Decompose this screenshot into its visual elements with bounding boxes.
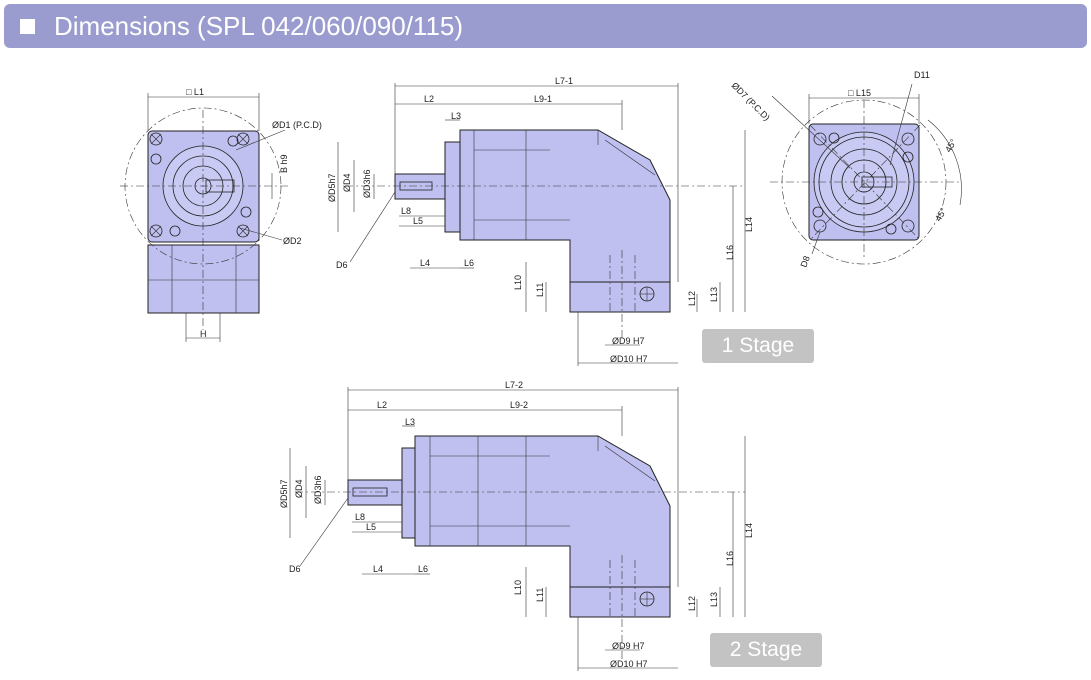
stage1-badge: 1 Stage <box>702 329 814 363</box>
label-D7: ØD7 (P.C.D) <box>730 80 772 122</box>
front-bolt-holes <box>149 132 252 238</box>
label-L2-1: L2 <box>424 94 434 104</box>
label-L10-2: L10 <box>513 580 523 595</box>
label-H: H <box>200 329 207 339</box>
label-L12-2: L12 <box>687 596 697 611</box>
label-L8-1: L8 <box>401 206 411 216</box>
label-L3-1: L3 <box>451 111 461 121</box>
label-L12-1: L12 <box>687 291 697 306</box>
label-L4-1: L4 <box>420 258 430 268</box>
label-L13-2: L13 <box>709 592 719 607</box>
label-D8: D8 <box>798 254 811 268</box>
label-D11: D11 <box>914 70 930 80</box>
label-D9-1: ØD9 H7 <box>612 336 645 346</box>
label-L7-1: L7-1 <box>555 76 573 86</box>
side2-body <box>414 435 671 588</box>
label-D4-1: ØD4 <box>342 173 352 192</box>
side2-base <box>569 586 671 618</box>
label-L11-2: L11 <box>535 588 545 602</box>
label-B: B h9 <box>279 154 289 173</box>
label-L16-1: L16 <box>725 245 735 260</box>
label-L6-2: L6 <box>418 564 428 574</box>
label-L9-1: L9-1 <box>534 94 552 104</box>
label-D9-2: ØD9 H7 <box>612 641 645 651</box>
label-L5-1: L5 <box>413 216 423 226</box>
side1-base <box>569 281 671 313</box>
label-D2: ØD2 <box>283 236 302 246</box>
label-D3-2: ØD3h6 <box>313 475 323 504</box>
label-L6-1: L6 <box>464 258 474 268</box>
square-bullet-icon <box>20 19 35 34</box>
front-view: □ L1 ØD1 (P.C.D) B h9 ØD2 H <box>120 87 322 342</box>
label-D3-1: ØD3h6 <box>362 169 372 198</box>
side1-body <box>459 129 671 283</box>
side-view-stage1: L7-1 L9-1 L2 L3 L8 L5 L4 L6 ØD5h7 ØD4 ØD… <box>327 76 754 366</box>
label-D1: ØD1 (P.C.D) <box>272 120 322 130</box>
label-D5-2: ØD5h7 <box>279 479 289 508</box>
bottom-view: □ L15 ØD7 (P.C.D) D11 D8 45° 45° <box>730 70 962 269</box>
label-L15: □ L15 <box>848 88 871 98</box>
label-L2-2: L2 <box>377 400 387 410</box>
label-D5-1: ØD5h7 <box>327 173 337 202</box>
label-L7-2: L7-2 <box>505 380 523 390</box>
label-D4-2: ØD4 <box>294 479 304 498</box>
label-L8-2: L8 <box>355 512 365 522</box>
side2-shaft <box>347 479 403 506</box>
label-angle-45-upper: 45° <box>943 137 959 154</box>
label-D10-1: ØD10 H7 <box>610 354 648 364</box>
label-D6-2: D6 <box>289 564 301 574</box>
label-L10-1: L10 <box>513 275 523 290</box>
label-angle-45-lower: 45° <box>933 206 949 223</box>
label-D10-2: ØD10 H7 <box>610 659 648 669</box>
label-L5-2: L5 <box>366 522 376 532</box>
front-housing-lower <box>147 244 260 314</box>
label-L9-2: L9-2 <box>510 400 528 410</box>
bottom-bolt-holes <box>812 132 915 235</box>
label-L4-2: L4 <box>373 564 383 574</box>
label-L1: □ L1 <box>186 87 204 97</box>
header-bar: Dimensions (SPL 042/060/090/115) <box>4 4 1087 48</box>
label-L14-1: L14 <box>744 217 754 232</box>
label-L16-2: L16 <box>725 551 735 566</box>
side-view-stage2: L7-2 L9-2 L2 L3 L8 L5 L4 L6 ØD5h7 ØD4 ØD… <box>279 380 754 671</box>
label-L3-2: L3 <box>405 417 415 427</box>
stage2-badge: 2 Stage <box>710 633 822 667</box>
label-L14-2: L14 <box>744 523 754 538</box>
side1-shaft <box>394 173 446 200</box>
page-title: Dimensions (SPL 042/060/090/115) <box>54 11 464 41</box>
label-L13-1: L13 <box>709 287 719 302</box>
label-D6-1: D6 <box>336 260 348 270</box>
label-L11-1: L11 <box>535 283 545 297</box>
